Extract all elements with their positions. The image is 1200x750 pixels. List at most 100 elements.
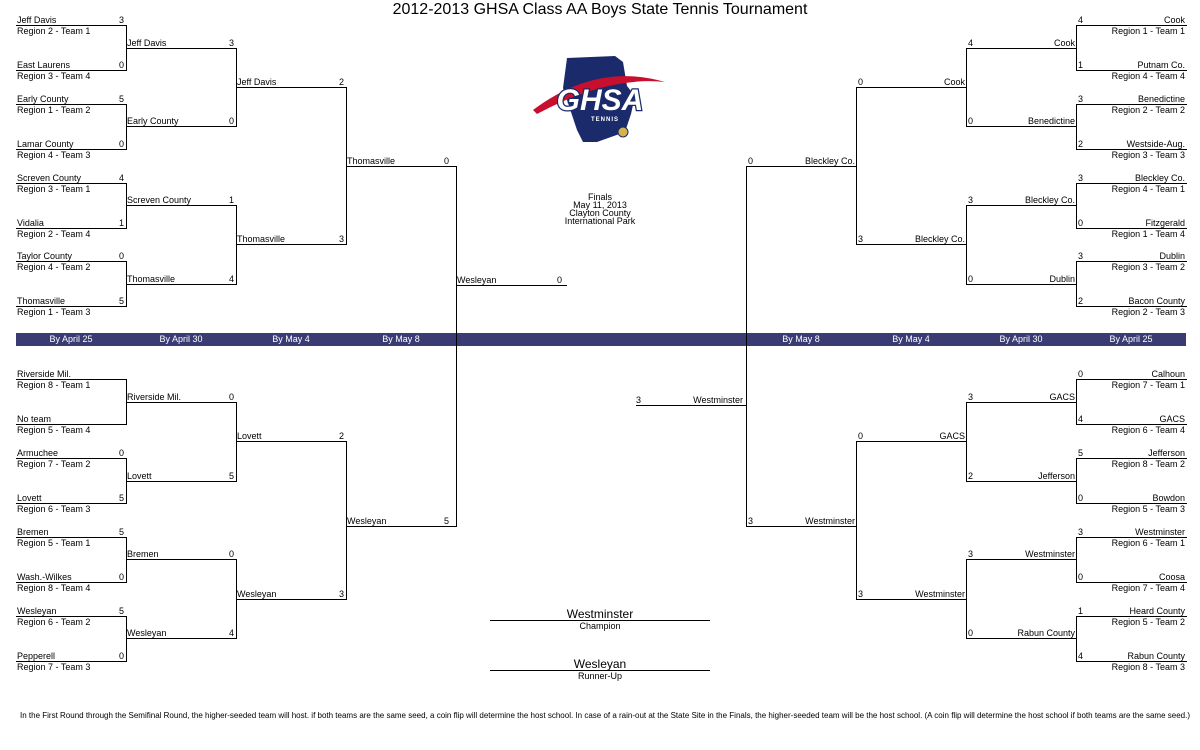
score-right_top-r2-2: 3 bbox=[968, 195, 974, 205]
score-right_top-r2-1: 0 bbox=[968, 116, 974, 126]
team-left_top-r1-6: Taylor County bbox=[17, 251, 73, 261]
team-left_bottom-r2-1: Lovett bbox=[127, 471, 152, 481]
seed-right_top-r1-4: Region 4 - Team 1 bbox=[1111, 184, 1185, 194]
bracket-line bbox=[16, 582, 127, 583]
runner-up-team: Wesleyan bbox=[573, 657, 627, 671]
score-left_top-r1-2: 5 bbox=[118, 94, 124, 104]
finals-venue-line-1: Clayton County bbox=[569, 208, 631, 218]
score-left_top-r2-1: 0 bbox=[228, 116, 234, 126]
seed-left_bottom-r1-2: Region 7 - Team 2 bbox=[17, 459, 91, 469]
score-left_bottom-r1-5: 0 bbox=[118, 572, 124, 582]
score-right_top-r1-5: 0 bbox=[1078, 218, 1084, 228]
team-left_top-r2-0: Jeff Davis bbox=[127, 38, 167, 48]
team-right_bottom-r1-1: GACS bbox=[1159, 414, 1185, 424]
bracket-line bbox=[1076, 228, 1187, 229]
bracket-line bbox=[126, 205, 237, 206]
team-left_bottom-r1-4: Bremen bbox=[17, 527, 49, 537]
score-left_top-r1-3: 0 bbox=[118, 139, 124, 149]
date-left-0: By April 25 bbox=[49, 334, 93, 344]
score-right_top-r3-1: 3 bbox=[858, 234, 864, 244]
bracket-line bbox=[126, 481, 237, 482]
seed-right_top-r1-7: Region 2 - Team 3 bbox=[1111, 307, 1185, 317]
score-right_bottom-r3-1: 3 bbox=[858, 589, 864, 599]
seed-right_bottom-r1-2: Region 8 - Team 2 bbox=[1111, 459, 1185, 469]
bracket-line bbox=[966, 284, 1077, 285]
bracket-line bbox=[16, 503, 127, 504]
seed-left_top-r1-2: Region 1 - Team 2 bbox=[17, 105, 91, 115]
team-left_bottom-r3-0: Lovett bbox=[237, 431, 262, 441]
bracket-line bbox=[16, 458, 127, 459]
seed-right_top-r1-3: Region 3 - Team 3 bbox=[1111, 150, 1185, 160]
bracket-line bbox=[856, 87, 967, 88]
bracket-line bbox=[126, 183, 127, 229]
bracket-line bbox=[16, 70, 127, 71]
hosting-rules-note: In the First Round through the Semifinal… bbox=[20, 711, 1190, 720]
team-right_bottom-r2-1: Jefferson bbox=[1038, 471, 1075, 481]
score-right_top-r1-3: 2 bbox=[1078, 139, 1084, 149]
score-right_bottom-r3-0: 0 bbox=[858, 431, 864, 441]
bracket-line bbox=[856, 599, 967, 600]
seed-left_bottom-r1-5: Region 8 - Team 4 bbox=[17, 583, 91, 593]
team-left_top-r4: Thomasville bbox=[347, 156, 396, 166]
seed-left_top-r1-5: Region 2 - Team 4 bbox=[17, 229, 91, 239]
seed-right_top-r1-0: Region 1 - Team 1 bbox=[1111, 26, 1185, 36]
team-left_bottom-r1-7: Pepperell bbox=[17, 651, 56, 661]
team-left_top-r2-2: Screven County bbox=[127, 195, 192, 205]
bracket-line bbox=[126, 104, 127, 150]
team-right_top-r3-0: Cook bbox=[943, 77, 965, 87]
team-left_top-r1-2: Early County bbox=[17, 94, 69, 104]
bracket-line bbox=[636, 405, 747, 406]
team-left_bottom-r1-2: Armuchee bbox=[17, 448, 59, 458]
score-left_top-r2-2: 1 bbox=[228, 195, 234, 205]
date-right-1: By May 4 bbox=[892, 334, 930, 344]
seed-left_top-r1-7: Region 1 - Team 3 bbox=[17, 307, 91, 317]
date-right-0: By May 8 bbox=[782, 334, 820, 344]
bracket-line bbox=[16, 25, 127, 26]
bracket-line bbox=[1076, 149, 1187, 150]
bracket-line bbox=[1076, 503, 1187, 504]
seed-left_bottom-r1-3: Region 6 - Team 3 bbox=[17, 504, 91, 514]
team-left_bottom-r1-6: Wesleyan bbox=[17, 606, 57, 616]
date-left-2: By May 4 bbox=[272, 334, 310, 344]
bracket-line bbox=[126, 559, 237, 560]
bracket-line bbox=[16, 379, 127, 380]
date-left-1: By April 30 bbox=[159, 334, 203, 344]
team-right_bottom-r2-2: Westminster bbox=[1025, 549, 1075, 559]
score-left_bottom-r1-4: 5 bbox=[118, 527, 124, 537]
score-left_top-r1-5: 1 bbox=[118, 218, 124, 228]
seed-left_bottom-r1-4: Region 5 - Team 1 bbox=[17, 538, 91, 548]
score-left_top-r3-0: 2 bbox=[338, 77, 344, 87]
champion-label: Champion bbox=[579, 621, 621, 631]
seed-right_bottom-r1-6: Region 5 - Team 2 bbox=[1111, 617, 1185, 627]
score-right_top-r1-1: 1 bbox=[1078, 60, 1084, 70]
score-left_top-r1-0: 3 bbox=[118, 15, 124, 25]
score-right_bottom-r1-2: 5 bbox=[1078, 448, 1084, 458]
team-left_top-r1-5: Vidalia bbox=[17, 218, 44, 228]
team-right_top-r1-1: Putnam Co. bbox=[1137, 60, 1185, 70]
score-right_top-r3-0: 0 bbox=[858, 77, 864, 87]
bracket-line bbox=[966, 48, 1077, 49]
seed-right_top-r1-6: Region 3 - Team 2 bbox=[1111, 262, 1185, 272]
finals-label: Finals bbox=[587, 192, 612, 202]
score-right_top-r2-3: 0 bbox=[968, 274, 974, 284]
score-right_top-r1-0: 4 bbox=[1078, 15, 1084, 25]
score-left_top-r2-3: 4 bbox=[228, 274, 234, 284]
score-left_bottom-r1-7: 0 bbox=[118, 651, 124, 661]
score-right_top-r4: 0 bbox=[748, 156, 754, 166]
score-right_bottom-r1-6: 1 bbox=[1078, 606, 1084, 616]
score-right_bottom-r2-2: 3 bbox=[968, 549, 974, 559]
bracket-line bbox=[1076, 183, 1187, 184]
team-left_top-r1-0: Jeff Davis bbox=[17, 15, 57, 25]
bracket-line bbox=[236, 244, 347, 245]
score-right_bottom-r1-1: 4 bbox=[1078, 414, 1084, 424]
bracket-line bbox=[1076, 424, 1187, 425]
bracket-line bbox=[1076, 537, 1077, 583]
bracket-line bbox=[1076, 537, 1187, 538]
bracket-line bbox=[236, 441, 347, 442]
bracket-line bbox=[236, 205, 237, 285]
bracket-line bbox=[966, 205, 1077, 206]
score-left_bottom-r3-0: 2 bbox=[338, 431, 344, 441]
score-right_top-r1-2: 3 bbox=[1078, 94, 1084, 104]
team-right_top-r4: Bleckley Co. bbox=[804, 156, 855, 166]
bracket-line bbox=[1076, 661, 1187, 662]
